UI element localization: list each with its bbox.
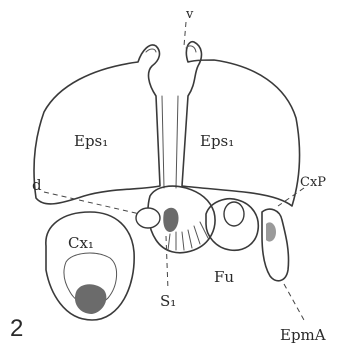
figure-number: 2: [10, 315, 23, 342]
left-condyle: [136, 208, 160, 228]
central-sclerites: [163, 208, 178, 232]
left-coxa-dark-area: [75, 284, 106, 314]
label-cx: Cx₁: [68, 234, 94, 252]
label-eps-right: Eps₁: [200, 132, 234, 150]
left-episternum-plate: [34, 45, 160, 204]
label-fu: Fu: [214, 268, 234, 286]
label-s: S₁: [160, 292, 176, 310]
right-episternum-plate: [182, 42, 299, 206]
label-epma: EpmA: [280, 326, 326, 344]
label-v: v: [185, 7, 194, 22]
leader-cxp: [278, 188, 304, 206]
epimeron-shading: [266, 222, 276, 241]
epimeron-appendage: [262, 209, 289, 281]
top-notch-left: [146, 49, 156, 52]
label-eps-left: Eps₁: [74, 132, 108, 150]
label-cxp: CxP: [300, 175, 326, 190]
leader-epma: [284, 284, 304, 320]
leader-s: [166, 236, 168, 290]
right-condyle: [224, 202, 244, 226]
top-notch-right: [186, 46, 196, 52]
label-d: d: [32, 176, 42, 194]
leader-v: [184, 22, 186, 46]
median-suture: [162, 96, 178, 188]
